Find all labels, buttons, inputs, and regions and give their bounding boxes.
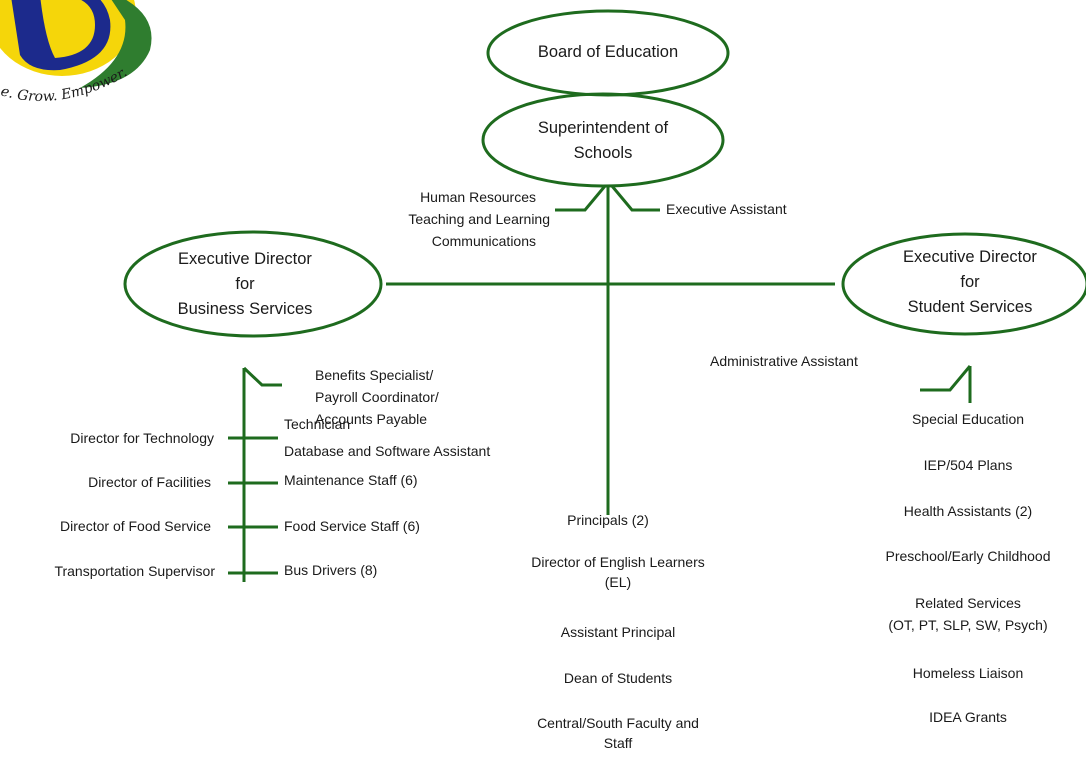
business-line-2: for bbox=[235, 275, 255, 293]
business-support-3: Accounts Payable bbox=[315, 411, 428, 427]
business-support-staff: Benefits Specialist/ Payroll Coordinator… bbox=[315, 364, 439, 430]
supt-staff-exec-assistant: Executive Assistant bbox=[666, 201, 787, 217]
food-service-staff: Food Service Staff (6) bbox=[284, 518, 420, 534]
student-line-1: Executive Director bbox=[903, 248, 1037, 266]
superintendent-line-2: Schools bbox=[573, 144, 633, 162]
faculty-line-2: Staff bbox=[603, 735, 633, 751]
iep-504-plans: IEP/504 Plans bbox=[923, 457, 1013, 473]
logo-mark-icon bbox=[0, 0, 152, 88]
related-services-line-1: Related Services bbox=[915, 595, 1021, 611]
technology-staff: Technician Database and Software Assista… bbox=[284, 413, 490, 462]
board-title: Board of Education bbox=[537, 43, 679, 61]
database-software-assistant: Database and Software Assistant bbox=[284, 443, 491, 459]
business-ellipse bbox=[123, 230, 383, 338]
supt-staff-left: Human Resources Teaching and Learning Co… bbox=[340, 186, 550, 252]
director-el-line-2: (EL) bbox=[604, 574, 632, 590]
student-line-3: Student Services bbox=[907, 298, 1033, 316]
logo-tagline: e. Grow. Empower. bbox=[0, 64, 130, 105]
dean-of-students: Dean of Students bbox=[563, 670, 673, 686]
principals: Principals (2) bbox=[567, 512, 649, 528]
related-services: Related Services (OT, PT, SLP, SW, Psych… bbox=[848, 592, 1086, 636]
superintendent-ellipse bbox=[481, 92, 725, 188]
health-assistants: Health Assistants (2) bbox=[903, 503, 1033, 519]
assistant-principal: Assistant Principal bbox=[560, 624, 676, 640]
student-services-node: Executive Director for Student Services bbox=[870, 245, 1070, 320]
bus-drivers: Bus Drivers (8) bbox=[284, 562, 378, 578]
maintenance-staff: Maintenance Staff (6) bbox=[284, 472, 418, 488]
homeless-liaison: Homeless Liaison bbox=[912, 665, 1024, 681]
board-of-education-node: Board of Education bbox=[508, 40, 708, 65]
district-logo: e. Grow. Empower. bbox=[0, 0, 200, 140]
business-support-2: Payroll Coordinator/ bbox=[315, 389, 439, 405]
business-line-3: Business Services bbox=[177, 300, 313, 318]
supt-staff-comm: Communications bbox=[431, 233, 536, 249]
student-ellipse bbox=[841, 232, 1086, 336]
director-technology: Director for Technology bbox=[70, 430, 214, 446]
technician: Technician bbox=[284, 416, 351, 432]
student-line-2: for bbox=[960, 273, 980, 291]
director-el-line-1: Director of English Learners bbox=[531, 554, 705, 570]
director-facilities: Director of Facilities bbox=[88, 474, 211, 490]
business-support-1: Benefits Specialist/ bbox=[315, 367, 434, 383]
supt-staff-hr: Human Resources bbox=[420, 189, 536, 205]
business-services-node: Executive Director for Business Services bbox=[145, 247, 345, 322]
preschool-early-childhood: Preschool/Early Childhood bbox=[885, 548, 1051, 564]
superintendent-node: Superintendent of Schools bbox=[503, 116, 703, 166]
faculty-line-1: Central/South Faculty and bbox=[537, 715, 699, 731]
special-education: Special Education bbox=[911, 411, 1025, 427]
administrative-assistant: Administrative Assistant bbox=[710, 353, 858, 369]
director-english-learners: Director of English Learners (EL) bbox=[478, 552, 758, 592]
business-line-1: Executive Director bbox=[178, 250, 312, 268]
transportation-supervisor: Transportation Supervisor bbox=[54, 563, 215, 579]
supt-staff-tl: Teaching and Learning bbox=[408, 211, 550, 227]
central-south-faculty: Central/South Faculty and Staff bbox=[478, 713, 758, 753]
director-food-service: Director of Food Service bbox=[60, 518, 211, 534]
superintendent-line-1: Superintendent of bbox=[537, 119, 669, 137]
idea-grants: IDEA Grants bbox=[929, 709, 1007, 725]
related-services-line-2: (OT, PT, SLP, SW, Psych) bbox=[888, 617, 1048, 633]
